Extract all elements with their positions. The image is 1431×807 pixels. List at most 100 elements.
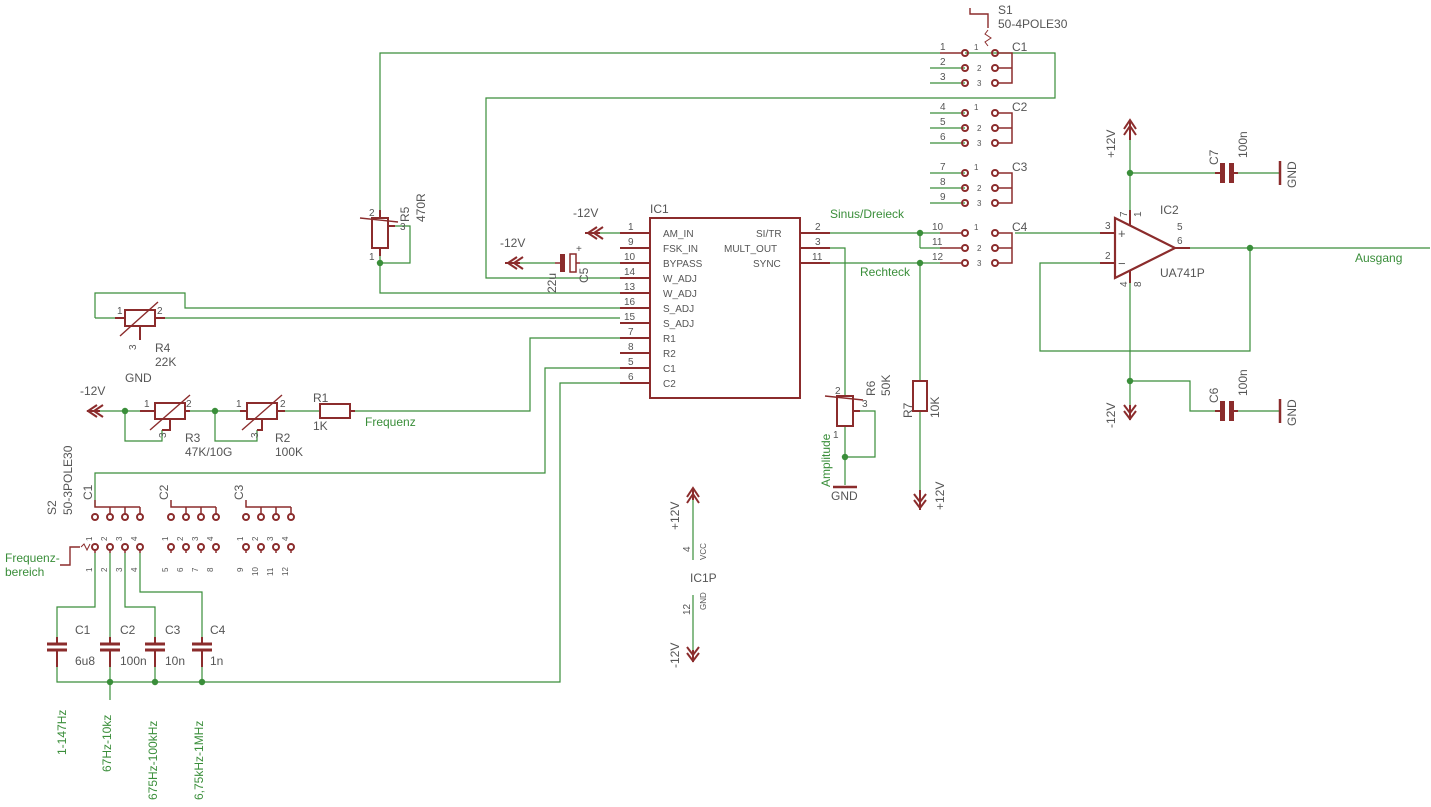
supply-label: -12V bbox=[573, 206, 598, 220]
ic2-opamp: + − 3 2 7 5 6 1 4 8 IC2 UA741P bbox=[1100, 203, 1205, 287]
pin-num: 1 bbox=[940, 42, 946, 53]
r3-value: 47K/10G bbox=[185, 445, 232, 459]
supply-label: -12V bbox=[1104, 403, 1118, 428]
c6-gnd: GND bbox=[1285, 399, 1299, 426]
pin-num: 3 bbox=[128, 344, 139, 350]
ic1-pin-fsk-in: FSK_IN bbox=[663, 244, 698, 255]
pin-num: 4 bbox=[940, 102, 946, 113]
ic1p-name: IC1P bbox=[690, 571, 717, 585]
ic1-pin-bypass: BYPASS bbox=[663, 259, 703, 270]
ic2-minus: − bbox=[1118, 256, 1126, 271]
pin-num: 2 bbox=[977, 244, 982, 253]
pin-num: 1 bbox=[1133, 211, 1144, 217]
ic1-pin-s-adj-b: S_ADJ bbox=[663, 319, 694, 330]
pin-num: 1 bbox=[974, 43, 979, 52]
ic1-pinnum: 15 bbox=[624, 312, 636, 323]
ic1-pin-r1: R1 bbox=[663, 334, 676, 345]
ic1-pinnum: 2 bbox=[815, 222, 821, 233]
pin-num: 8 bbox=[940, 177, 946, 188]
c3-capacitor: C3 10n bbox=[145, 623, 185, 668]
pin-num: 3 bbox=[115, 567, 124, 572]
pin-num: 4 bbox=[130, 567, 139, 572]
range-label: 675Hz-100kHz bbox=[146, 721, 160, 800]
r4-gnd: GND bbox=[125, 371, 152, 385]
s2-group-label: C2 bbox=[157, 484, 171, 500]
net-rechteck: Rechteck bbox=[860, 265, 911, 279]
pin-num: 3 bbox=[977, 199, 982, 208]
pin-num: 11 bbox=[266, 567, 275, 576]
r6-trimmer: 2 3 1 R6 50K Amplitude GND bbox=[819, 375, 893, 503]
pin-num: 1 bbox=[161, 536, 170, 541]
s2-switch: S2 50-3POLE30 Frequenz- bereich C1 1 2 3… bbox=[5, 445, 295, 579]
pin-num: 6 bbox=[940, 132, 946, 143]
wires bbox=[56, 52, 1430, 700]
plus12v-supply-icon: +12V bbox=[1104, 118, 1137, 158]
pin-num: 1 bbox=[85, 536, 94, 541]
pin-num: 11 bbox=[932, 237, 943, 248]
pin-num: 4 bbox=[682, 546, 693, 552]
c5-pol: + bbox=[576, 244, 582, 255]
c4-name: C4 bbox=[210, 623, 226, 637]
c1-name: C1 bbox=[75, 623, 91, 637]
pin-num: 2 bbox=[100, 536, 109, 541]
s2-name: S2 bbox=[45, 500, 59, 515]
ic1-pinnum: 1 bbox=[628, 222, 634, 233]
r1-value: 1K bbox=[313, 419, 328, 433]
r6-gnd: GND bbox=[831, 489, 858, 503]
ic1p-vcc: VCC bbox=[699, 543, 708, 560]
r3-trimmer: 1 2 3 R3 47K/10G bbox=[140, 394, 232, 459]
ic2-value: UA741P bbox=[1160, 266, 1205, 280]
pin-num: 2 bbox=[940, 57, 946, 68]
s1-group: 10 11 12 1 2 3 C4 bbox=[932, 220, 1028, 268]
net-amplitude: Amplitude bbox=[819, 433, 833, 487]
pin-num: 4 bbox=[130, 536, 139, 541]
c6-name: C6 bbox=[1207, 387, 1221, 403]
c3-value: 10n bbox=[165, 654, 185, 668]
pin-num: 1 bbox=[144, 399, 150, 410]
r3-name: R3 bbox=[185, 431, 201, 445]
pin-num: 2 bbox=[977, 124, 982, 133]
pin-num: 3 bbox=[977, 79, 982, 88]
pin-num: 2 bbox=[977, 64, 982, 73]
pin-num: 3 bbox=[977, 259, 982, 268]
pin-num: 2 bbox=[100, 567, 109, 572]
s1-switch: S1 50-4POLE30 1 2 3 1 2 3 C1 4 5 6 1 bbox=[932, 3, 1068, 268]
ic1-pinnum: 9 bbox=[628, 237, 634, 248]
c5-name: C5 bbox=[577, 267, 591, 283]
ic1-pin-w-adj-a: W_ADJ bbox=[663, 274, 697, 285]
ic1-pinnum: 8 bbox=[628, 342, 634, 353]
ic1-pinnum: 5 bbox=[628, 357, 634, 368]
pin-num: 10 bbox=[251, 567, 260, 576]
c7-name: C7 bbox=[1207, 149, 1221, 165]
supply-label: +12V bbox=[1104, 130, 1118, 158]
pin-num: 12 bbox=[932, 252, 944, 263]
pin-num: 3 bbox=[1105, 221, 1111, 232]
r7-name: R7 bbox=[901, 402, 915, 418]
s1-value: 50-4POLE30 bbox=[998, 17, 1068, 31]
minus12v-supply-icon: -12V bbox=[500, 236, 525, 270]
ic1-pinnum: 7 bbox=[628, 327, 634, 338]
c2-name: C2 bbox=[120, 623, 136, 637]
c5-value: 22u bbox=[545, 273, 559, 293]
pin-num: 1 bbox=[236, 399, 242, 410]
supply-label: +12V bbox=[668, 502, 682, 530]
range-label: 67Hz-10kz bbox=[100, 715, 114, 772]
range-label: 6,75kHz-1MHz bbox=[192, 721, 206, 800]
c1-capacitor: C1 6u8 bbox=[47, 623, 95, 668]
ic1p-power: +12V 4 VCC IC1P 12 GND -12V bbox=[668, 486, 717, 668]
pin-num: 3 bbox=[977, 139, 982, 148]
s2-value: 50-3POLE30 bbox=[61, 445, 75, 515]
ic1-pin-c2: C2 bbox=[663, 379, 676, 390]
r4-trimmer: 1 2 3 R4 22K GND bbox=[115, 301, 176, 385]
ic1-pinnum: 11 bbox=[812, 252, 823, 263]
pin-num: 7 bbox=[191, 567, 200, 572]
supply-label: +12V bbox=[933, 482, 947, 510]
ic1-pinnum: 6 bbox=[628, 372, 634, 383]
frequency-ranges: 1-147Hz 67Hz-10kz 675Hz-100kHz 6,75kHz-1… bbox=[55, 710, 206, 800]
pin-num: 2 bbox=[977, 184, 982, 193]
c7-value: 100n bbox=[1236, 131, 1250, 158]
s1-name: S1 bbox=[998, 3, 1013, 17]
s1-group-label: C1 bbox=[1012, 40, 1028, 54]
r1-name: R1 bbox=[313, 391, 329, 405]
pin-num: 3 bbox=[940, 72, 946, 83]
